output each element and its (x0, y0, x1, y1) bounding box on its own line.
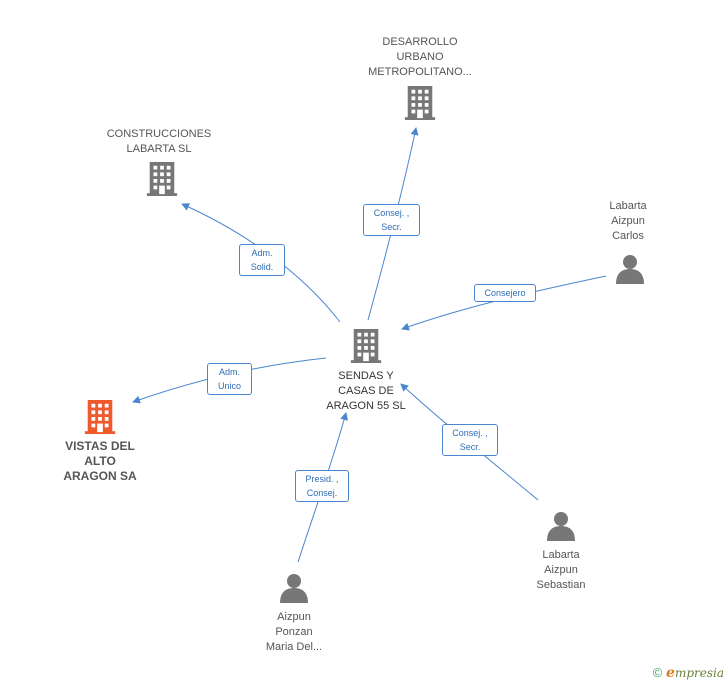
building-icon[interactable] (404, 86, 436, 120)
label-line: Aizpun (611, 215, 645, 227)
label-line: Labarta (542, 549, 580, 561)
label-line: LABARTA SL (126, 143, 192, 155)
badge-line: Consej. , (452, 428, 488, 438)
building-icon[interactable] (350, 329, 382, 363)
label-line: SENDAS Y (338, 370, 394, 382)
copyright-symbol: © (652, 665, 663, 680)
badge-line: Consej. (306, 488, 338, 498)
brand-rest: mpresia (674, 666, 724, 680)
person-icon[interactable] (547, 512, 575, 541)
badge-line: Secr. (459, 442, 481, 452)
label-line: Aizpun (277, 611, 311, 623)
badge-line: Presid. , (305, 474, 339, 484)
label-line: ARAGON 55 SL (326, 400, 406, 412)
badge-line: Adm. (218, 367, 240, 377)
building-icon[interactable] (146, 162, 178, 196)
label-line: DESARROLLO (382, 36, 458, 48)
copyright-watermark: © empresia (653, 665, 724, 681)
node-label-vistas[interactable]: VISTAS DEL ALTO ARAGON SA (48, 439, 152, 484)
label-line: Aizpun (544, 564, 578, 576)
person-icon[interactable] (616, 255, 644, 284)
label-line: CONSTRUCCIONES (106, 128, 212, 140)
badge-line: Consej. , (373, 208, 410, 218)
person-icon[interactable] (280, 574, 308, 603)
node-label-labarta-carlos[interactable]: Labarta Aizpun Carlos (588, 199, 668, 244)
edge-badge-consej-secr-sebastian[interactable]: Consej. , Secr. (442, 424, 498, 456)
edge-badge-consejero[interactable]: Consejero (474, 284, 536, 302)
label-line: METROPOLITANO... (368, 66, 472, 78)
node-label-desarrollo[interactable]: DESARROLLO URBANO METROPOLITANO... (350, 35, 490, 80)
label-line: URBANO (396, 51, 444, 63)
node-label-construcciones[interactable]: CONSTRUCCIONES LABARTA SL (94, 127, 224, 157)
label-line: Maria Del... (265, 641, 323, 653)
edge-badge-presid-consej[interactable]: Presid. , Consej. (295, 470, 349, 502)
edge-badge-adm-unico[interactable]: Adm. Unico (207, 363, 252, 395)
label-line: ARAGON SA (63, 469, 137, 483)
label-line: CASAS DE (338, 385, 394, 397)
badge-line: Secr. (381, 222, 402, 232)
badge-line: Adm. (251, 248, 273, 258)
badge-line: Consejero (484, 288, 526, 298)
label-line: Ponzan (275, 626, 313, 638)
label-line: Carlos (612, 230, 644, 242)
node-label-labarta-sebastian[interactable]: Labarta Aizpun Sebastian (516, 548, 606, 593)
node-label-aizpun-maria[interactable]: Aizpun Ponzan Maria Del... (244, 610, 344, 655)
brand-initial: e (666, 665, 675, 681)
edge-badge-adm-solid[interactable]: Adm. Solid. (239, 244, 285, 276)
badge-line: Unico (217, 381, 241, 391)
label-line: ALTO (84, 454, 116, 468)
badge-line: Solid. (250, 262, 274, 272)
node-label-sendas[interactable]: SENDAS Y CASAS DE ARAGON 55 SL (306, 369, 426, 414)
label-line: VISTAS DEL (65, 439, 135, 453)
edge-badge-consej-secr-desarrollo[interactable]: Consej. , Secr. (363, 204, 420, 236)
label-line: Sebastian (536, 579, 586, 591)
empresia-logo: empresia (666, 665, 724, 681)
label-line: Labarta (609, 200, 647, 212)
building-icon[interactable] (84, 400, 116, 434)
